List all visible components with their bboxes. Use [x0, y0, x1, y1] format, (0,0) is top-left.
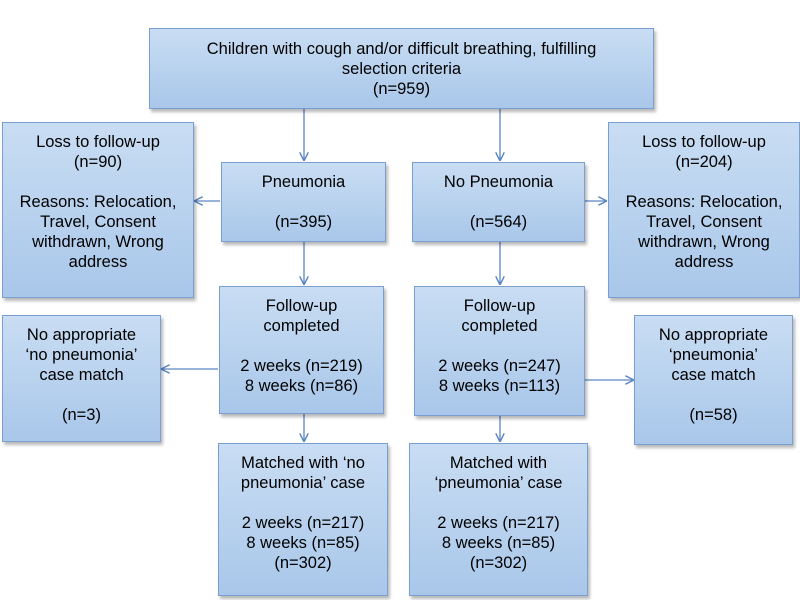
ltfu-left-line: Travel, Consent	[40, 213, 156, 231]
no-match-left-line: No appropriate	[26, 326, 137, 344]
matched-left-line: 2 weeks (n=217)	[241, 514, 365, 532]
matched-right-line: 2 weeks (n=217)	[437, 514, 560, 532]
matched-left-line: Matched with ‘no	[241, 454, 365, 472]
followup-left-line: 2 weeks (n=219)	[240, 357, 363, 375]
followup-right-line: Follow-up	[463, 297, 536, 315]
no-match-right-line: case match	[671, 366, 756, 384]
root-line: Children with cough and/or difficult bre…	[206, 39, 597, 58]
root-node: Children with cough and/or difficult bre…	[149, 28, 654, 109]
followup-completed-left-node: Follow-up completed 2 weeks (n=219) 8 weeks…	[219, 286, 384, 414]
pneumonia-node: Pneumonia (n=395)	[221, 162, 386, 242]
no-match-left-line: (n=3)	[62, 406, 101, 424]
matched-right-line: (n=302)	[469, 554, 528, 572]
followup-left-line: completed	[263, 317, 340, 335]
root-line: (n=959)	[372, 79, 431, 98]
ltfu-right-line: Loss to follow-up	[642, 133, 766, 151]
loss-to-followup-left-node: Loss to follow-up (n=90) Reasons: Relocati…	[2, 122, 194, 298]
no-match-left-node: No appropriate ‘no pneumonia’ case match (n…	[2, 315, 161, 442]
matched-left-line: (n=302)	[274, 554, 332, 572]
followup-left-line: Follow-up	[265, 297, 338, 315]
no-match-right-line: ‘pneumonia’	[669, 346, 758, 364]
matched-left-node: Matched with ‘no pneumonia’ case 2 weeks (…	[218, 443, 388, 596]
matched-right-line: 8 weeks (n=85)	[441, 534, 556, 552]
no-match-right-line: No appropriate	[658, 326, 769, 344]
no-pneumonia-node: No Pneumonia (n=564)	[412, 162, 585, 242]
no-pneumonia-line: No Pneumonia	[443, 173, 554, 191]
followup-right-line: completed	[461, 317, 538, 335]
ltfu-right-line: Travel, Consent	[646, 213, 762, 231]
matched-right-node: Matched with ‘pneumonia’ case 2 weeks (n=2…	[409, 443, 588, 596]
root-line: selection criteria	[341, 59, 462, 78]
ltfu-right-line: (n=204)	[675, 153, 733, 171]
matched-right-line: Matched with	[449, 454, 548, 472]
ltfu-left-line: withdrawn, Wrong	[32, 233, 164, 251]
no-match-right-line: (n=58)	[689, 406, 738, 424]
no-pneumonia-line: (n=564)	[469, 213, 528, 231]
matched-left-line: pneumonia’ case	[240, 474, 366, 492]
followup-completed-right-node: Follow-up completed 2 weeks (n=247) 8 weeks…	[414, 286, 585, 416]
followup-right-line: 8 weeks (n=113)	[438, 377, 561, 395]
matched-left-line: 8 weeks (n=85)	[246, 534, 360, 552]
ltfu-left-line: Loss to follow-up	[36, 133, 160, 151]
loss-to-followup-right-node: Loss to follow-up (n=204) Reasons: Relocat…	[608, 122, 800, 298]
ltfu-left-line: Reasons: Relocation,	[19, 193, 177, 211]
no-match-left-line: ‘no pneumonia’	[25, 346, 138, 364]
followup-left-line: 8 weeks (n=86)	[244, 377, 359, 395]
pneumonia-line: (n=395)	[274, 213, 333, 231]
pneumonia-line: Pneumonia	[261, 173, 346, 191]
ltfu-left-line: address	[68, 253, 128, 271]
ltfu-left-line: (n=90)	[73, 153, 123, 171]
followup-right-line: 2 weeks (n=247)	[438, 357, 561, 375]
ltfu-right-line: address	[674, 253, 734, 271]
no-match-right-node: No appropriate ‘pneumonia’ case match (n=58…	[634, 315, 793, 445]
ltfu-right-line: Reasons: Relocation,	[625, 193, 783, 211]
no-match-left-line: case match	[39, 366, 124, 384]
ltfu-right-line: withdrawn, Wrong	[638, 233, 770, 251]
matched-right-line: ‘pneumonia’ case	[434, 474, 563, 492]
